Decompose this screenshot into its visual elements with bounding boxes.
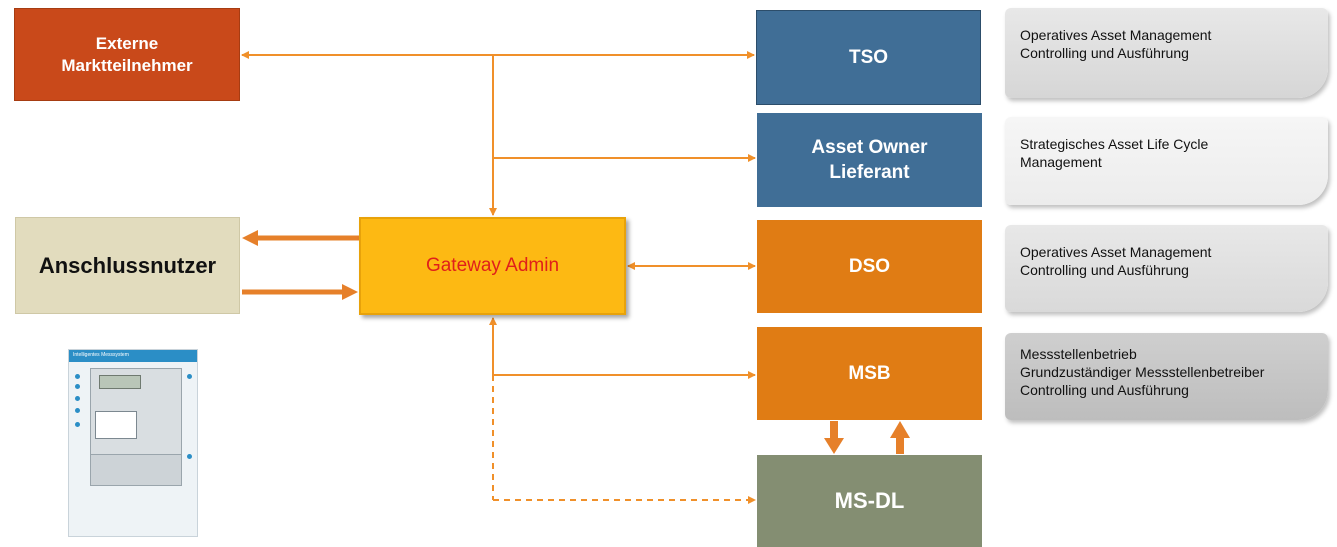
callout-dot (75, 422, 80, 427)
asset-owner-box: Asset Owner Lieferant (757, 113, 982, 207)
callout-dot (187, 454, 192, 459)
thick-arrow-head-right (342, 284, 358, 300)
smart-meter-image: Intelligentes Messsystem (68, 349, 198, 537)
callout-dot (75, 384, 80, 389)
msb-box: MSB (757, 327, 982, 420)
tso-box: TSO (756, 10, 981, 105)
msb-description: Messstellenbetrieb Grundzuständiger Mess… (1005, 333, 1328, 420)
dso-description: Operatives Asset Management Controlling … (1005, 225, 1328, 312)
tso-description: Operatives Asset Management Controlling … (1005, 8, 1328, 98)
meter-gateway-module (95, 411, 137, 439)
asset-owner-description: Strategisches Asset Life Cycle Managemen… (1005, 117, 1328, 205)
msb-label: MSB (848, 362, 891, 384)
meter-header: Intelligentes Messsystem (69, 350, 197, 362)
meter-terminal-block (90, 454, 182, 486)
callout-dot (187, 374, 192, 379)
meter-header-text: Intelligentes Messsystem (73, 352, 129, 358)
externe-marktteilnehmer-box: Externe Marktteilnehmer (14, 8, 240, 101)
dso-box: DSO (757, 220, 982, 313)
ms-dl-label: MS-DL (834, 488, 905, 513)
callout-dot (75, 408, 80, 413)
ms-dl-box: MS-DL (757, 455, 982, 547)
dso-label: DSO (848, 255, 891, 277)
gateway-admin-label: Gateway Admin (425, 255, 560, 276)
meter-display (99, 375, 141, 389)
thick-arrow-down-head (824, 438, 844, 454)
tso-label: TSO (848, 46, 889, 68)
asset-owner-label: Asset Owner Lieferant (811, 137, 928, 183)
callout-dot (75, 374, 80, 379)
anschlussnutzer-box: Anschlussnutzer (15, 217, 240, 314)
callout-dot (75, 396, 80, 401)
gateway-admin-box: Gateway Admin (359, 217, 626, 315)
thick-arrow-head-left (242, 230, 258, 246)
anschlussnutzer-label: Anschlussnutzer (38, 252, 217, 278)
meter-body (90, 368, 182, 470)
externe-label: Externe Marktteilnehmer (61, 33, 193, 75)
thick-arrow-up-head (890, 421, 910, 438)
